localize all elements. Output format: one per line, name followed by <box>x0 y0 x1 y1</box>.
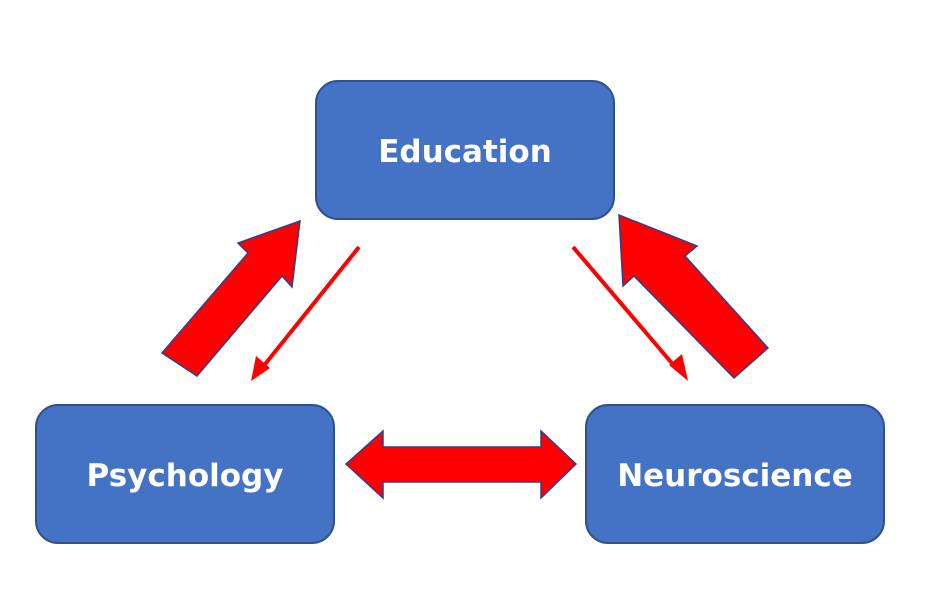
node-neuroscience: Neuroscience <box>585 404 885 544</box>
education-label: Education <box>378 134 552 170</box>
education-box <box>315 80 615 220</box>
thin-arrow-education-to-psychology <box>251 245 361 381</box>
thin-arrow-shaft <box>571 245 678 370</box>
thin-arrow-head <box>669 354 688 381</box>
neuroscience-label: Neuroscience <box>617 458 853 494</box>
psychology-label: Psychology <box>87 458 284 494</box>
node-psychology: Psychology <box>35 404 335 544</box>
double-arrow-psychology-neuroscience <box>344 429 578 500</box>
thin-arrow-shaft <box>260 245 361 370</box>
thin-arrow-education-to-neuroscience <box>571 245 688 381</box>
neuroscience-box <box>585 404 885 544</box>
thick-arrow-neuroscience-to-education <box>618 213 770 380</box>
node-education: Education <box>315 80 615 220</box>
psychology-box <box>35 404 335 544</box>
thin-arrow-head <box>251 356 270 381</box>
thick-arrow-psychology-to-education <box>160 219 301 377</box>
